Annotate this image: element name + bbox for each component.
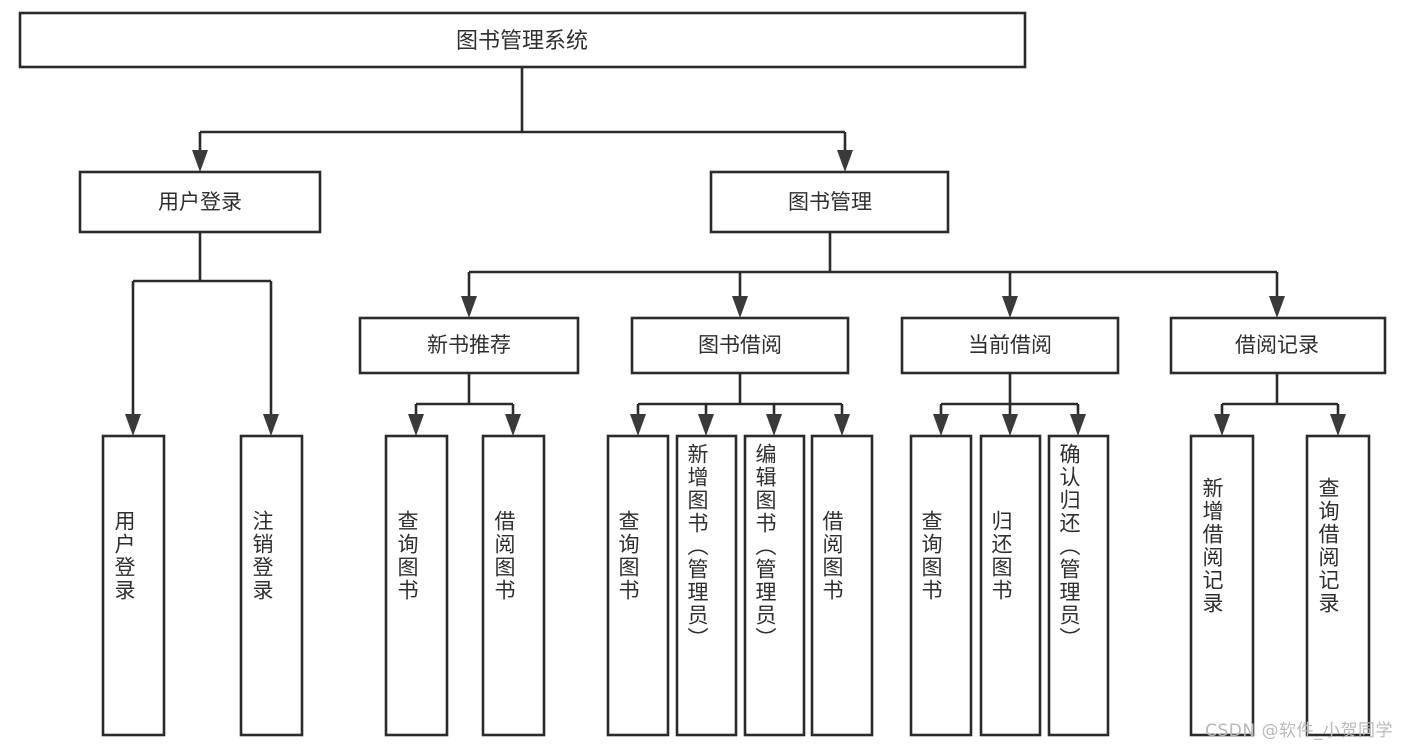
node-new-book-recommend-box[interactable]: [358, 316, 580, 375]
arrow-head-user-login: [192, 150, 208, 172]
node-user-login[interactable]: 用户登录: [78, 170, 322, 234]
node-current-borrow-label: 当前借阅: [968, 333, 1052, 357]
node-book-borrow-box[interactable]: [630, 316, 850, 375]
arrow-head-book-management: [837, 150, 853, 172]
leaf-add-record-box[interactable]: [1189, 434, 1255, 737]
leaf-query-book-3-box[interactable]: [909, 434, 973, 737]
leaf-return-book-box[interactable]: [979, 434, 1042, 737]
arrow-head-leaf-return-book: [1002, 414, 1018, 436]
node-book-management-box[interactable]: [709, 170, 950, 234]
node-current-borrow-box[interactable]: [900, 316, 1120, 375]
leaf-add-book-box[interactable]: [675, 434, 738, 737]
node-root[interactable]: 图书管理系统: [18, 11, 1027, 69]
node-user-login-box[interactable]: [78, 170, 322, 234]
leaf-logout-login-box[interactable]: [239, 434, 304, 737]
leaf-edit-book-box[interactable]: [743, 434, 806, 737]
node-new-book-recommend-label: 新书推荐: [427, 333, 511, 357]
arrow-head-book-borrow: [732, 296, 748, 318]
leaf-user-login-box[interactable]: [101, 434, 166, 737]
node-book-borrow[interactable]: 图书借阅: [630, 316, 850, 375]
arrow-head-leaf-add-book: [698, 414, 714, 436]
node-book-borrow-label: 图书借阅: [698, 333, 782, 357]
node-current-borrow[interactable]: 当前借阅: [900, 316, 1120, 375]
arrow-head-leaf-add-record: [1214, 414, 1230, 436]
node-book-management[interactable]: 图书管理: [709, 170, 950, 234]
node-user-login-label: 用户登录: [158, 190, 242, 214]
node-borrow-record-label: 借阅记录: [1235, 333, 1319, 357]
arrow-head-leaf-query-book-3: [933, 414, 949, 436]
leaf-query-record-box[interactable]: [1305, 434, 1371, 737]
leaf-query-book-1-box[interactable]: [384, 434, 449, 737]
leaf-confirm-return-box[interactable]: [1047, 434, 1110, 737]
arrow-head-current-borrow: [1002, 296, 1018, 318]
arrow-head-leaf-logout-login: [263, 414, 279, 436]
leaf-query-book-2-box[interactable]: [606, 434, 670, 737]
arrow-head-leaf-query-book-2: [630, 414, 646, 436]
node-borrow-record-box[interactable]: [1169, 316, 1387, 375]
arrow-head-leaf-borrow-book-2: [834, 414, 850, 436]
leaf-box-layer: [101, 434, 1371, 737]
arrow-head-new-book-recommend: [461, 296, 477, 318]
arrow-head-leaf-edit-book: [766, 414, 782, 436]
leaf-borrow-book-1-box[interactable]: [481, 434, 546, 737]
arrow-head-leaf-query-record: [1330, 414, 1346, 436]
arrow-head-leaf-user-login: [125, 414, 141, 436]
arrow-head-leaf-borrow-book-1: [505, 414, 521, 436]
node-new-book-recommend[interactable]: 新书推荐: [358, 316, 580, 375]
arrow-head-leaf-confirm-return: [1070, 414, 1086, 436]
arrow-head-borrow-record: [1269, 296, 1285, 318]
node-root-box[interactable]: [18, 11, 1027, 69]
leaf-borrow-book-2-box[interactable]: [810, 434, 874, 737]
arrow-head-leaf-query-book-1: [408, 414, 424, 436]
node-book-management-label: 图书管理: [788, 190, 872, 214]
connector-layer: [125, 67, 1346, 436]
node-borrow-record[interactable]: 借阅记录: [1169, 316, 1387, 375]
node-root-label: 图书管理系统: [456, 29, 588, 54]
